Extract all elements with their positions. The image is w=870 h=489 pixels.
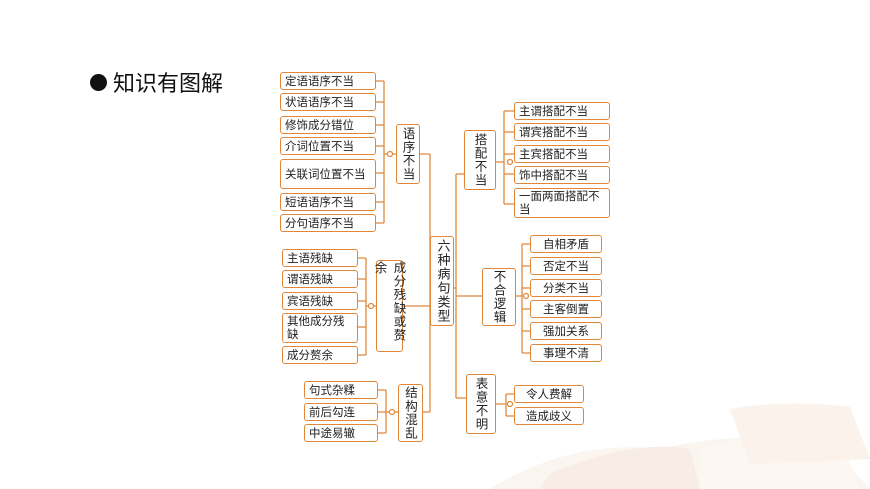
leaf-node: 其他成分残缺 — [282, 313, 358, 343]
category-node: 成分残缺或赘余 — [373, 260, 407, 352]
leaf-node: 短语语序不当 — [280, 193, 376, 211]
leaf-node: 否定不当 — [530, 257, 602, 275]
category-node: 表意不明 — [466, 374, 496, 434]
leaf-node: 饰中搭配不当 — [514, 166, 610, 184]
center-node: 六种病句类型 — [430, 236, 454, 326]
leaf-node: 强加关系 — [530, 322, 602, 340]
leaf-node: 关联词位置不当 — [280, 159, 376, 189]
category-node: 不合逻辑 — [482, 268, 516, 326]
category-node: 语序不当 — [396, 124, 420, 184]
leaf-node: 定语语序不当 — [280, 72, 376, 90]
leaf-node: 自相矛盾 — [530, 235, 602, 253]
leaf-node: 主谓搭配不当 — [514, 102, 610, 120]
mind-map: 定语语序不当 状语语序不当 修饰成分错位 介词位置不当 关联词位置不当 短语语序… — [272, 64, 620, 450]
leaf-node: 中途易辙 — [304, 424, 378, 442]
section-title: 知识有图解 — [113, 72, 224, 97]
leaf-node: 谓语残缺 — [282, 270, 358, 288]
leaf-node: 状语语序不当 — [280, 93, 376, 111]
leaf-node: 修饰成分错位 — [280, 116, 376, 134]
leaf-node: 介词位置不当 — [280, 137, 376, 155]
leaf-node: 一面两面搭配不当 — [514, 188, 610, 218]
book-illustration — [490, 403, 870, 489]
leaf-node: 宾语残缺 — [282, 292, 358, 310]
leaf-node: 造成歧义 — [514, 407, 584, 425]
leaf-node: 主宾搭配不当 — [514, 145, 610, 163]
section-heading: 知识有图解 — [90, 66, 223, 98]
leaf-node: 分句语序不当 — [280, 214, 376, 232]
leaf-node: 令人费解 — [514, 385, 584, 403]
leaf-node: 谓宾搭配不当 — [514, 123, 610, 141]
leaf-node: 句式杂糅 — [304, 381, 378, 399]
leaf-node: 分类不当 — [530, 279, 602, 297]
leaf-node: 事理不清 — [530, 344, 602, 362]
leaf-node: 成分赘余 — [282, 346, 358, 364]
category-node: 搭配不当 — [464, 130, 496, 190]
leaf-node: 前后勾连 — [304, 403, 378, 421]
leaf-node: 主客倒置 — [530, 300, 602, 318]
leaf-node: 主语残缺 — [282, 249, 358, 267]
bullet-icon — [90, 73, 107, 91]
category-node: 结构混乱 — [398, 384, 423, 442]
